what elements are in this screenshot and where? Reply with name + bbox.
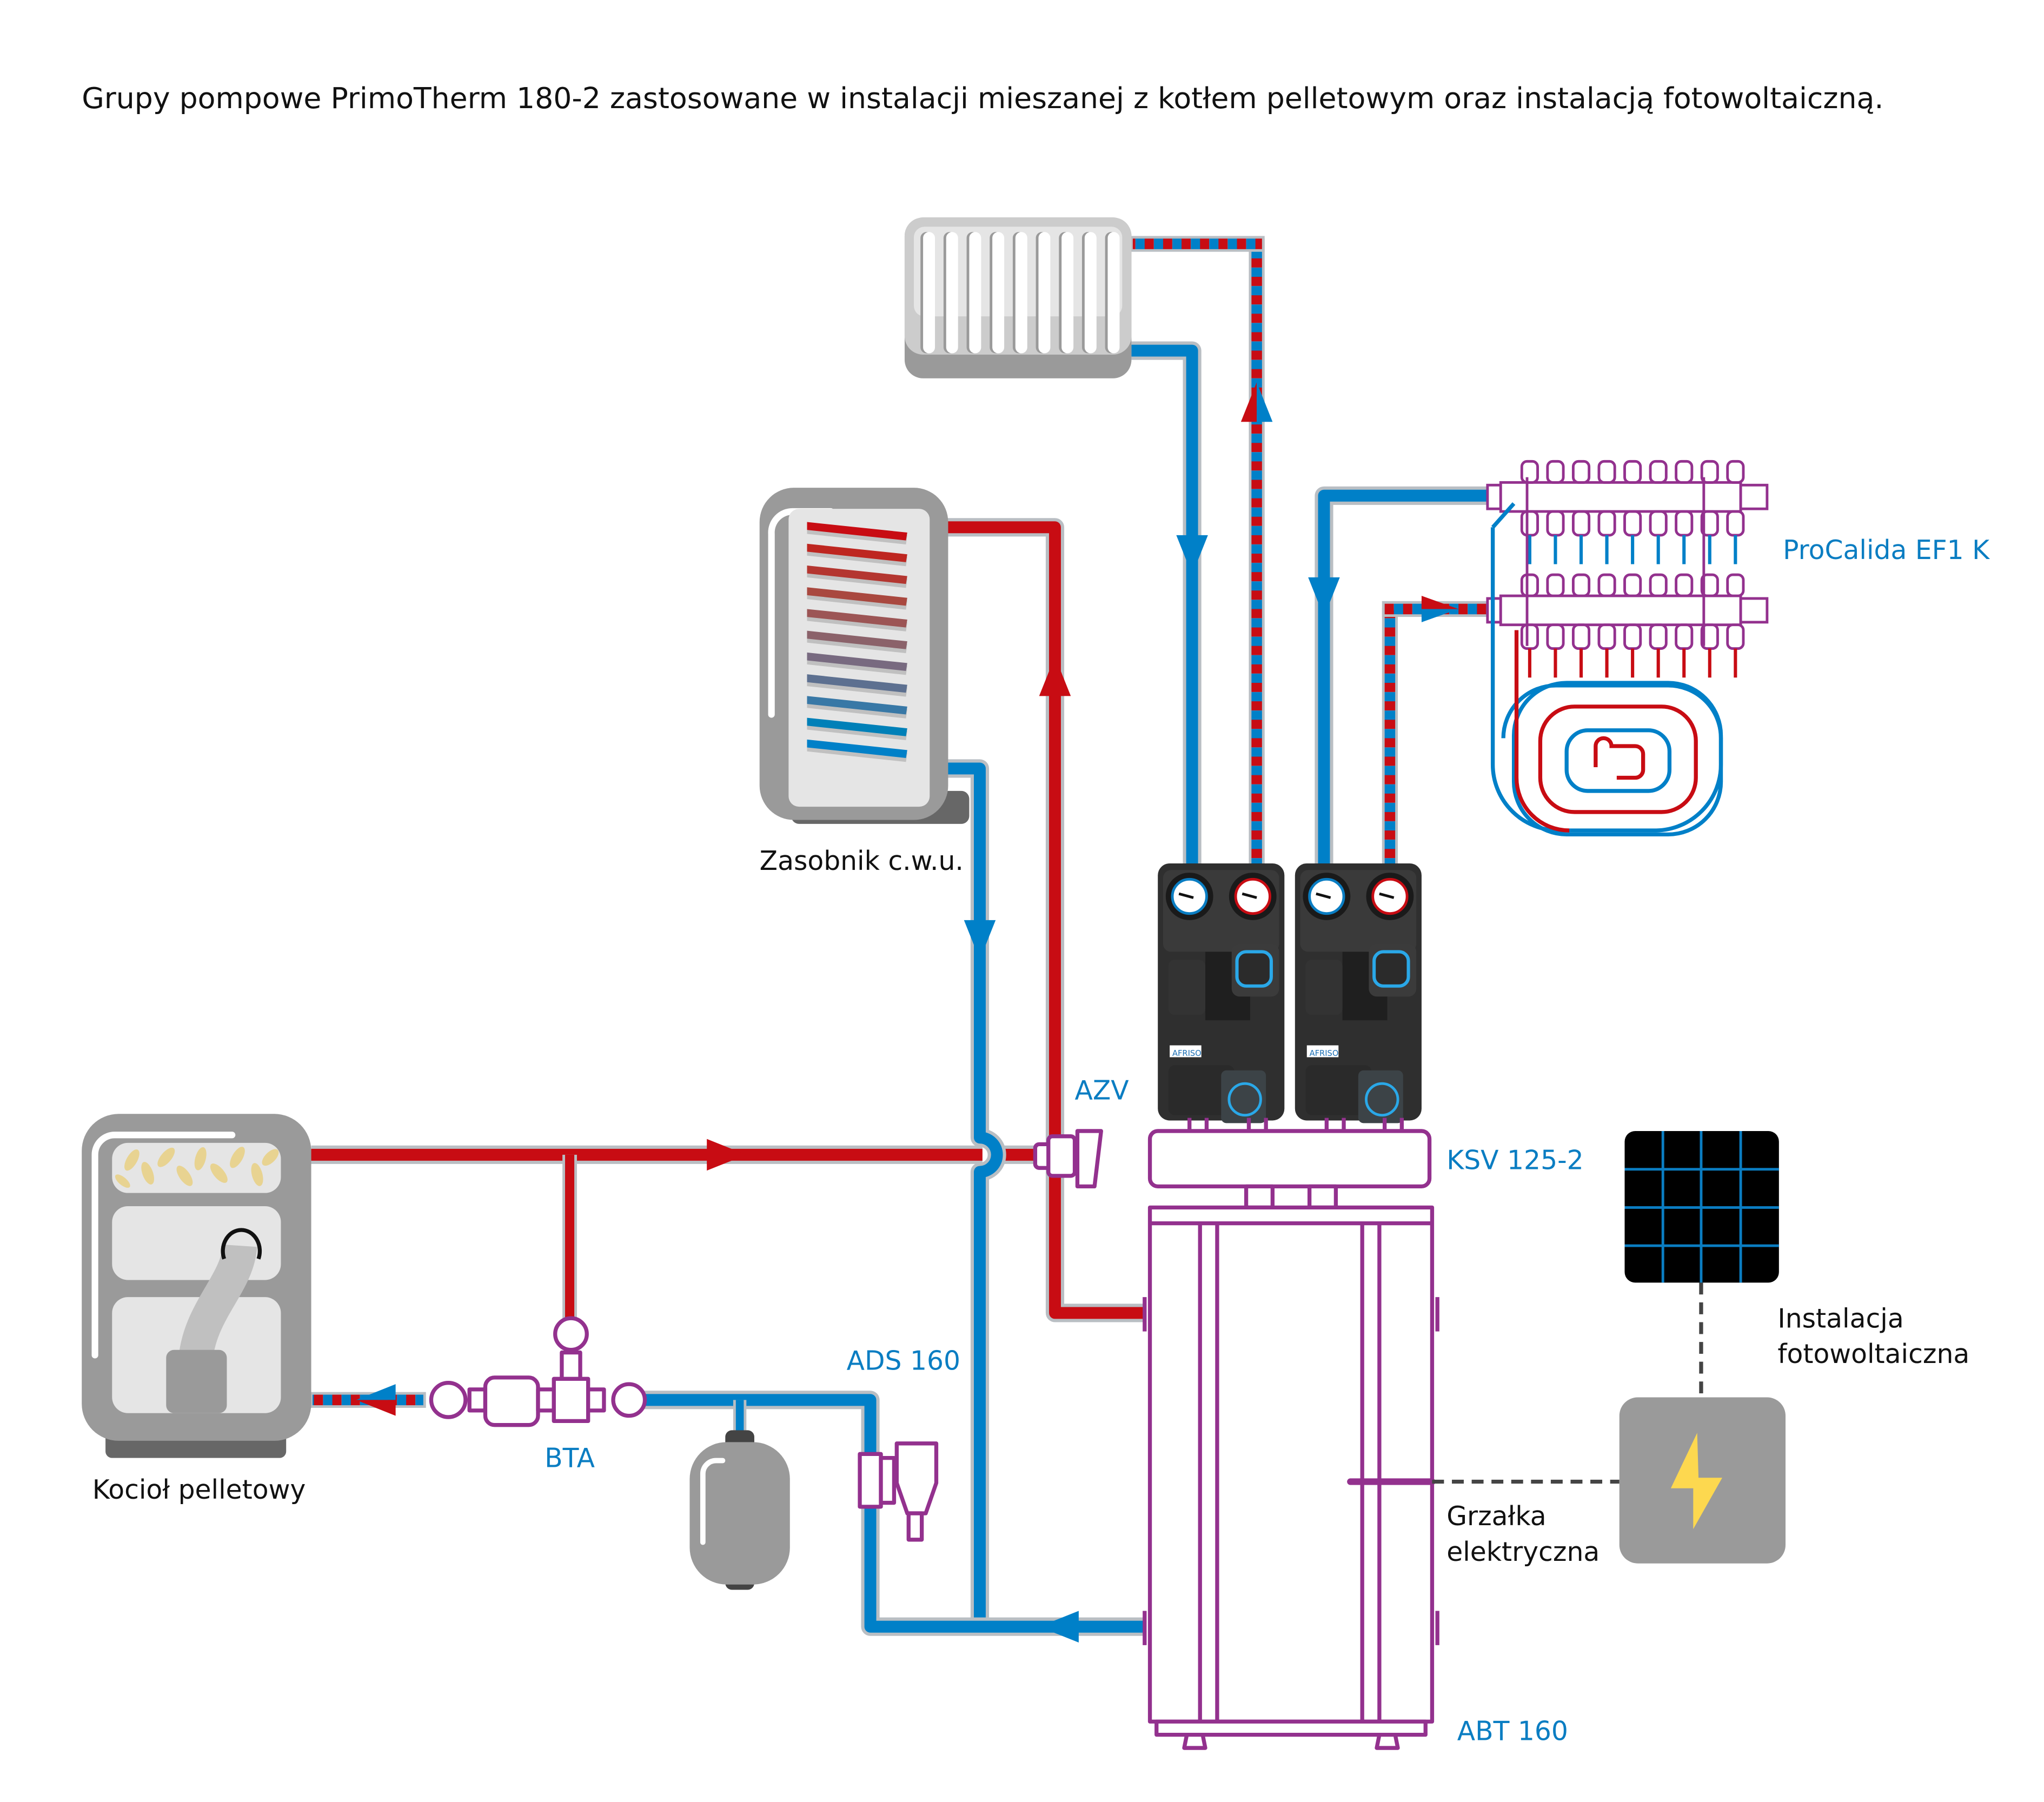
azv-label: AZV [1075,1075,1129,1106]
heat-exchanger-coil [807,696,907,715]
inverter[interactable] [1619,1397,1786,1564]
expansion-vessel[interactable] [689,1430,790,1590]
manifold-bar [1499,594,1742,627]
heat-exchanger-coil [807,609,907,628]
heater-label-line2: elektryczna [1446,1537,1600,1567]
bta-valve[interactable]: BTA [429,1316,647,1474]
arrow-left-icon [1039,1611,1079,1643]
heat-exchanger-coil [807,717,907,736]
radiator-supply-pipe [1249,238,1265,872]
pv-panel[interactable]: Instalacja fotowoltaiczna [1624,1131,1969,1369]
floor-return-pipe [1315,486,1488,870]
flow-arrows [356,382,1459,1643]
heat-exchanger-coil [807,674,907,693]
floor-heating-loop [1490,502,1723,837]
pump-group-2[interactable]: AFRISO [1295,863,1422,1123]
arrow-down-icon [1176,535,1208,575]
boiler-label: Kocioł pelletowy [92,1475,306,1505]
arrow-left-icon [356,1384,396,1400]
page-title: Grupy pompowe PrimoTherm 180-2 zastosowa… [82,81,1883,115]
abt-buffer-tank[interactable]: ABT 160 [1143,1205,1568,1750]
arrow-down-icon [964,920,996,960]
heat-exchanger-coil [807,587,907,606]
heat-exchanger-coil [807,522,907,541]
arrow-right-icon [707,1139,747,1171]
brand-label: AFRISO [1172,1049,1202,1058]
ksv-label: KSV 125-2 [1446,1146,1583,1176]
lightning-icon [1670,1433,1722,1530]
arrow-down-icon [1308,577,1340,617]
pellets-icon [115,1147,279,1188]
ads-dirt-separator[interactable]: ADS 160 [847,1346,960,1542]
dhw-tank[interactable]: Zasobnik c.w.u. [759,488,970,876]
arrow-up-icon [1039,656,1071,696]
floor-heating-manifold[interactable]: ProCalida EF1 K [1486,460,1990,678]
arrow-up-icon [1240,382,1257,422]
manifold-bar [1499,481,1742,513]
radiator[interactable] [904,217,1132,378]
pv-label-line2: fotowoltaiczna [1777,1339,1969,1369]
floor-supply-pipe [1382,608,1398,872]
heat-exchanger-coil [807,543,907,562]
pump-group-1[interactable]: AFRISO [1158,863,1285,1123]
pellet-boiler[interactable]: Kocioł pelletowy [82,1114,311,1505]
bta-label: BTA [545,1444,595,1474]
dhw-tank-label: Zasobnik c.w.u. [760,846,964,876]
heater-label-line1: Grzałka [1446,1501,1546,1532]
radiator-return-pipe [1131,341,1202,870]
heat-exchanger-coil [807,630,907,649]
manifold-label: ProCalida EF1 K [1783,535,1990,566]
brand-label: AFRISO [1310,1049,1339,1058]
pv-label-line1: Instalacja [1777,1304,1903,1334]
ksv-distributor[interactable]: KSV 125-2 [1147,1118,1584,1210]
abt-label: ABT 160 [1457,1716,1568,1746]
heat-exchanger-coil [807,652,907,671]
ads-label: ADS 160 [847,1346,960,1376]
heat-exchanger-coil [807,739,907,758]
heat-exchanger-coil [807,565,907,584]
azv-valve[interactable]: AZV [1033,1075,1129,1189]
